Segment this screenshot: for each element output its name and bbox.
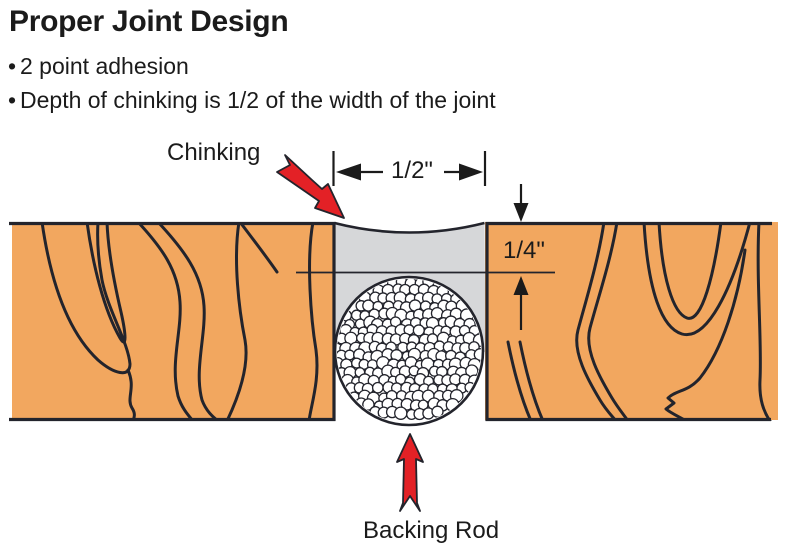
bullet-marker: • xyxy=(8,53,17,79)
depth-dimension-label: 1/4" xyxy=(503,237,545,264)
backing-rod-foam-texture xyxy=(337,279,481,421)
arrow-up-icon xyxy=(513,276,529,295)
width-dimension-label: 1/2" xyxy=(391,157,433,184)
bullet-item-depth: •Depth of chinking is 1/2 of the width o… xyxy=(8,84,496,118)
bullet-text: 2 point adhesion xyxy=(20,53,189,79)
bullet-marker: • xyxy=(8,86,17,113)
backing-rod-label: Backing Rod xyxy=(362,517,500,544)
right-wood-block xyxy=(485,221,778,422)
arrow-left-icon xyxy=(336,163,361,181)
depth-dimension xyxy=(513,184,529,330)
left-wood-block xyxy=(9,221,336,422)
right-wood-grain xyxy=(506,222,772,421)
arrow-right-icon xyxy=(459,163,483,181)
backing-rod xyxy=(333,275,485,427)
bullet-item-adhesion: •2 point adhesion xyxy=(8,50,496,84)
bullet-list: •2 point adhesion •Depth of chinking is … xyxy=(8,50,496,117)
page-title: Proper Joint Design xyxy=(9,5,289,38)
chinking-callout-arrow-icon xyxy=(276,154,345,219)
chinking-label: Chinking xyxy=(167,139,261,166)
backing-rod-callout-arrow-icon xyxy=(396,433,424,512)
left-wood-grain xyxy=(40,222,319,421)
arrow-down-icon xyxy=(513,203,529,222)
bullet-text: Depth of chinking is 1/2 of the width of… xyxy=(20,86,496,113)
width-dimension xyxy=(332,151,487,186)
